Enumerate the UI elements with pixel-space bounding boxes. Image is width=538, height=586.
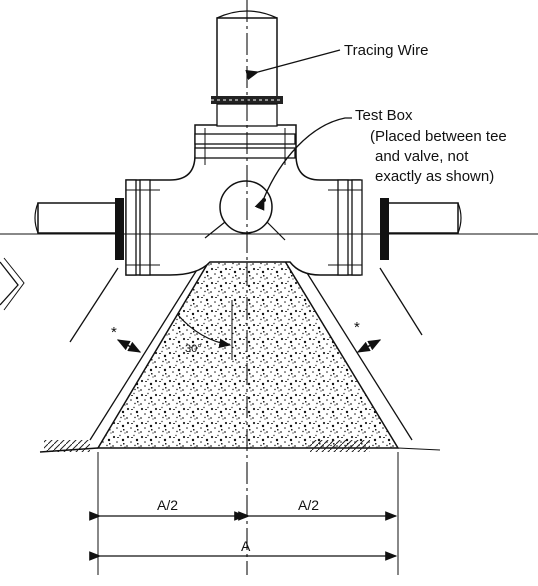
test-box-note-line2: and valve, not xyxy=(375,148,469,165)
ground-hatch-right xyxy=(310,440,441,452)
vertical-pipe xyxy=(211,10,283,127)
clearance-right: * xyxy=(354,319,382,353)
test-box-note-line1: (Placed between tee xyxy=(370,128,507,145)
clearance-left-star: * xyxy=(111,324,117,341)
dimension-lines xyxy=(89,452,399,575)
thrust-block xyxy=(96,252,400,449)
angle-label: 30° xyxy=(185,343,202,355)
dimension-total: A xyxy=(241,538,251,554)
pipe-end-icon xyxy=(0,257,25,311)
clearance-right-star: * xyxy=(354,319,360,336)
test-box xyxy=(204,180,286,241)
ground-hatch-left xyxy=(39,440,99,453)
clearance-left: * xyxy=(111,324,142,353)
dimension-half-right: A/2 xyxy=(298,497,319,513)
dimension-half-left: A/2 xyxy=(157,497,178,513)
tracing-wire-label: Tracing Wire xyxy=(344,42,428,59)
test-box-note-line3: exactly as shown) xyxy=(375,168,494,185)
main-pipe xyxy=(34,198,462,260)
leaders xyxy=(245,49,352,211)
test-box-label: Test Box xyxy=(355,107,413,124)
angle-indicator: 30° xyxy=(177,314,232,355)
